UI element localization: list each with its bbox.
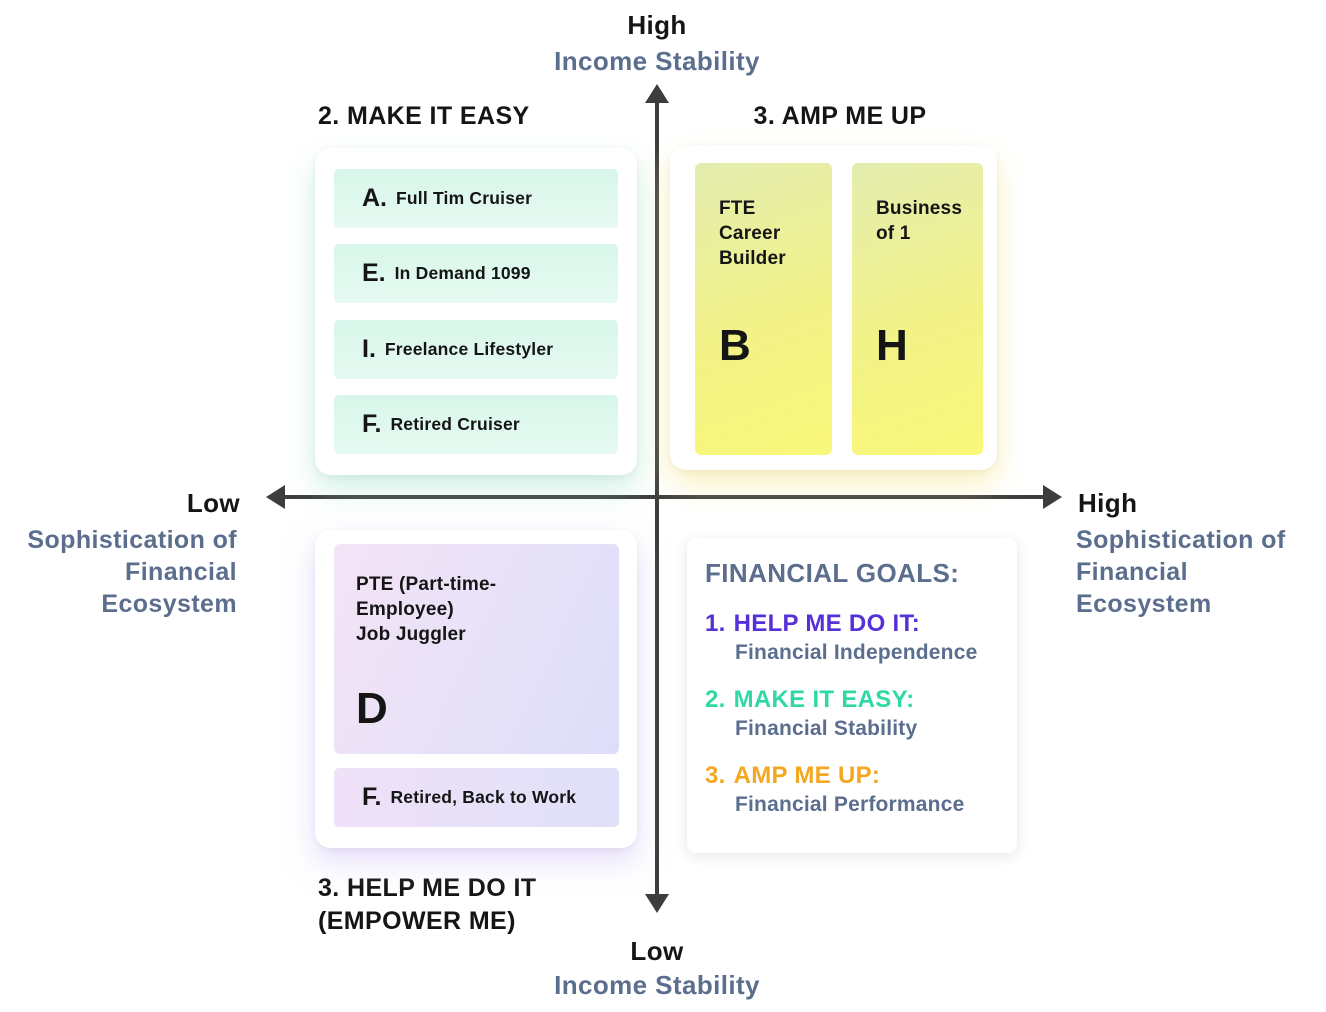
segment-label: Full Tim Cruiser — [396, 188, 533, 208]
legend-entry-heading: 2. MAKE IT EASY: — [705, 686, 999, 714]
card-business-of-1: Business of 1 H — [852, 163, 983, 455]
legend-entry-name: AMP ME UP: — [733, 762, 881, 789]
heading-make-it-easy: 2. MAKE IT EASY — [318, 102, 530, 130]
panel-make-it-easy: A. Full Tim Cruiser E. In Demand 1099 I.… — [315, 148, 637, 475]
segment-letter: A. — [362, 184, 387, 212]
legend-entry-number: 3. — [705, 762, 726, 789]
legend-entry-description: Financial Stability — [735, 717, 918, 740]
heading-help-me-do-it-line1: 3. HELP ME DO IT — [318, 874, 537, 902]
segment-row-f-retired-back-to-work: F. Retired, Back to Work — [334, 768, 619, 827]
panel-financial-goals: FINANCIAL GOALS: 1. HELP ME DO IT: Financ… — [687, 538, 1017, 853]
legend-entry-number: 1. — [705, 610, 726, 637]
axis-right-name-line1: Sophistication of — [1076, 526, 1286, 554]
legend-entry-description: Financial Performance — [735, 793, 965, 816]
axis-bottom-name: Income Stability — [554, 970, 760, 1000]
axis-left-name: Sophistication of Financial Ecosystem — [0, 524, 237, 620]
legend-title: FINANCIAL GOALS: — [705, 558, 960, 588]
vertical-axis-arrow-up-icon — [645, 84, 669, 103]
heading-amp-me-up: 3. AMP ME UP — [753, 102, 927, 130]
axis-right-name-line2: Financial — [1076, 558, 1188, 586]
legend-entry-name: HELP ME DO IT: — [733, 610, 921, 637]
axis-left-name-line1: Sophistication of — [27, 526, 237, 554]
card-pte-job-juggler: PTE (Part-time- Employee) Job Juggler D — [334, 544, 619, 754]
segment-label: Retired Cruiser — [390, 413, 520, 434]
legend-entry-make-it-easy: 2. MAKE IT EASY: Financial Stability — [705, 686, 999, 741]
legend-entry-amp-me-up: 3. AMP ME UP: Financial Performance — [705, 762, 999, 817]
segment-row-in-demand-1099: E. In Demand 1099 — [334, 244, 618, 304]
legend-entry-name: MAKE IT EASY: — [733, 686, 915, 713]
card-letter: D — [356, 684, 388, 733]
panel-help-me-do-it: PTE (Part-time- Employee) Job Juggler D … — [315, 530, 637, 848]
card-letter: H — [876, 321, 908, 370]
axis-right-name: Sophistication of Financial Ecosystem — [1076, 524, 1316, 620]
segment-letter: F. — [362, 409, 382, 438]
segment-row-full-tim-cruiser: A. Full Tim Cruiser — [334, 169, 618, 228]
horizontal-axis-arrow-left-icon — [266, 485, 285, 509]
legend-entry-number: 2. — [705, 686, 726, 713]
card-title: PTE (Part-time- Employee) Job Juggler — [356, 574, 497, 646]
axis-right-name-line3: Ecosystem — [1076, 590, 1212, 618]
legend-entry-heading: 1. HELP ME DO IT: — [705, 610, 999, 638]
segment-letter: I. — [362, 334, 376, 363]
axis-top-level: High — [627, 10, 687, 40]
axis-right-level: High — [1078, 488, 1138, 518]
segment-row-retired-cruiser: F. Retired Cruiser — [334, 394, 618, 454]
card-title: FTE Career Builder — [719, 198, 786, 270]
axis-top-name: Income Stability — [554, 46, 760, 76]
legend-entry-heading: 3. AMP ME UP: — [705, 762, 999, 790]
segment-letter: E. — [362, 259, 386, 288]
segment-label: Freelance Lifestyler — [384, 338, 554, 359]
axis-left-name-line2: Financial — [125, 558, 237, 586]
heading-help-me-do-it-line2: (EMPOWER ME) — [318, 907, 516, 935]
card-fte-career-builder: FTE Career Builder B — [695, 163, 832, 455]
segment-letter: F. — [362, 783, 382, 811]
axis-left-level: Low — [186, 488, 240, 518]
card-letter: B — [719, 321, 751, 370]
segment-label: Retired, Back to Work — [390, 787, 577, 807]
card-title: Business of 1 — [876, 198, 963, 245]
legend-entry-description: Financial Independence — [735, 641, 978, 664]
segment-row-freelance-lifestyler: I. Freelance Lifestyler — [334, 319, 618, 379]
panel-amp-me-up: FTE Career Builder B Business of 1 H — [670, 145, 997, 470]
heading-help-me-do-it: 3. HELP ME DO IT (EMPOWER ME) — [318, 872, 648, 938]
segment-label: In Demand 1099 — [394, 263, 531, 284]
horizontal-axis-line — [280, 495, 1052, 499]
axis-bottom-level: Low — [630, 936, 684, 966]
vertical-axis-arrow-down-icon — [645, 894, 669, 913]
legend-entry-help-me-do-it: 1. HELP ME DO IT: Financial Independence — [705, 610, 999, 665]
axis-left-name-line3: Ecosystem — [101, 590, 237, 618]
horizontal-axis-arrow-right-icon — [1043, 485, 1062, 509]
